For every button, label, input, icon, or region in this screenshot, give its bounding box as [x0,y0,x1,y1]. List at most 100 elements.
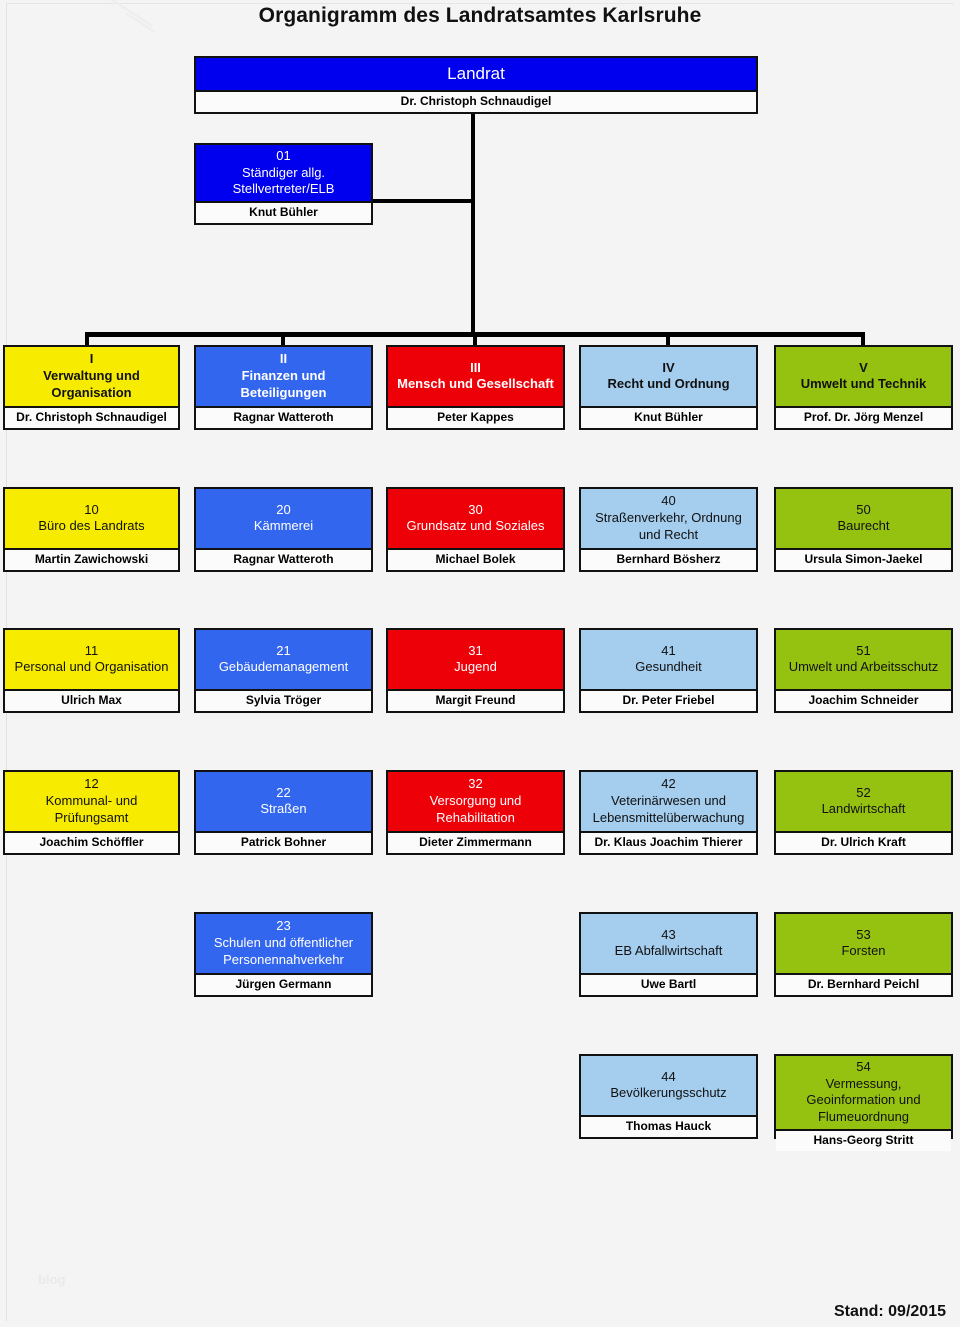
node-unit-12-person: Joachim Schöffler [5,830,178,853]
node-unit-40-number: 40 [661,493,676,509]
node-landrat-head: Landrat [196,58,756,90]
node-unit-11-head: 11 Personal und Organisation [5,630,178,689]
node-unit-42[interactable]: 42 Veterinärwesen und Lebensmittelüberwa… [579,770,758,855]
node-dept-I-name: Verwaltung und Organisation [43,368,140,400]
node-unit-51-name: Umwelt und Arbeitsschutz [788,659,939,675]
node-unit-53[interactable]: 53 Forsten Dr. Bernhard Peichl [774,912,953,997]
node-dept-III-number: III [470,359,481,375]
node-unit-23-name: Schulen und öffentlicher Personennahverk… [213,935,354,967]
connector-root-down [471,113,475,336]
node-unit-22-person: Patrick Bohner [196,830,371,853]
node-unit-40-person: Bernhard Bösherz [581,547,756,570]
node-unit-51-number: 51 [856,642,871,658]
node-unit-10[interactable]: 10 Büro des Landrats Martin Zawichowski [3,487,180,572]
node-unit-41[interactable]: 41 Gesundheit Dr. Peter Friebel [579,628,758,713]
node-unit-42-number: 42 [661,776,676,792]
node-unit-42-person: Dr. Klaus Joachim Thierer [581,830,756,853]
node-unit-44-name: Bevölkerungsschutz [610,1085,727,1101]
connector-dept-drop-4 [666,332,670,346]
node-unit-41-person: Dr. Peter Friebel [581,688,756,711]
node-unit-50[interactable]: 50 Baurecht Ursula Simon-Jaekel [774,487,953,572]
node-unit-12-number: 12 [84,776,99,792]
node-unit-54[interactable]: 54 Vermessung, Geoinformation und Flumeu… [774,1054,953,1151]
node-unit-23-number: 23 [276,918,291,934]
node-landrat[interactable]: Landrat Dr. Christoph Schnaudigel [194,56,758,114]
node-unit-31-name: Jugend [454,659,497,675]
node-dept-V-person: Prof. Dr. Jörg Menzel [776,405,951,428]
node-unit-31-person: Margit Freund [388,688,563,711]
node-unit-41-number: 41 [661,642,676,658]
node-unit-21-person: Sylvia Tröger [196,688,371,711]
node-unit-52-person: Dr. Ulrich Kraft [776,830,951,853]
node-dept-V[interactable]: V Umwelt und Technik Prof. Dr. Jörg Menz… [774,345,953,430]
node-unit-44-person: Thomas Hauck [581,1114,756,1137]
node-dept-IV-number: IV [662,359,675,375]
node-deputy-01[interactable]: 01 Ständiger allg. Stellvertreter/ELB Kn… [194,143,373,225]
node-unit-22[interactable]: 22 Straßen Patrick Bohner [194,770,373,855]
node-unit-23[interactable]: 23 Schulen und öffentlicher Personennahv… [194,912,373,997]
node-unit-43[interactable]: 43 EB Abfallwirtschaft Uwe Bartl [579,912,758,997]
node-unit-42-name: Veterinärwesen und Lebensmittelüberwachu… [592,793,745,825]
node-unit-30-head: 30 Grundsatz und Soziales [388,489,563,548]
node-unit-11-name: Personal und Organisation [14,659,169,675]
node-unit-53-person: Dr. Bernhard Peichl [776,972,951,995]
node-unit-51-head: 51 Umwelt und Arbeitsschutz [776,630,951,689]
node-dept-IV-name: Recht und Ordnung [607,376,730,392]
connector-deputy-stub [372,199,473,203]
node-deputy-01-number: 01 [276,148,291,163]
node-unit-40[interactable]: 40 Straßenverkehr, Ordnung und Recht Ber… [579,487,758,572]
node-unit-32[interactable]: 32 Versorgung und Rehabilitation Dieter … [386,770,565,855]
node-landrat-person: Dr. Christoph Schnaudigel [196,89,756,112]
node-dept-IV-person: Knut Bühler [581,405,756,428]
node-dept-I[interactable]: I Verwaltung und Organisation Dr. Christ… [3,345,180,430]
node-dept-I-person: Dr. Christoph Schnaudigel [5,405,178,428]
node-unit-11[interactable]: 11 Personal und Organisation Ulrich Max [3,628,180,713]
node-unit-31[interactable]: 31 Jugend Margit Freund [386,628,565,713]
node-unit-40-name: Straßenverkehr, Ordnung und Recht [595,510,742,542]
node-unit-44-head: 44 Bevölkerungsschutz [581,1056,756,1115]
node-unit-22-name: Straßen [260,801,307,817]
node-unit-43-number: 43 [661,926,676,942]
node-unit-11-number: 11 [84,642,99,658]
node-unit-12-head: 12 Kommunal- und Prüfungsamt [5,772,178,831]
node-unit-32-number: 32 [468,776,483,792]
node-unit-10-person: Martin Zawichowski [5,547,178,570]
node-unit-31-head: 31 Jugend [388,630,563,689]
watermark-blog-text: blog [38,1272,66,1287]
node-dept-II-name: Finanzen und Beteiligungen [240,368,327,400]
node-unit-54-name: Vermessung, Geoinformation und Flumeuord… [806,1075,921,1124]
node-unit-21-number: 21 [276,642,291,658]
node-unit-54-head: 54 Vermessung, Geoinformation und Flumeu… [776,1056,951,1129]
node-unit-52[interactable]: 52 Landwirtschaft Dr. Ulrich Kraft [774,770,953,855]
node-dept-I-number: I [89,351,94,367]
node-unit-20-name: Kämmerei [253,518,314,534]
node-unit-51[interactable]: 51 Umwelt und Arbeitsschutz Joachim Schn… [774,628,953,713]
node-unit-32-name: Versorgung und Rehabilitation [429,793,522,825]
node-dept-IV[interactable]: IV Recht und Ordnung Knut Bühler [579,345,758,430]
node-unit-20-person: Ragnar Watteroth [196,547,371,570]
node-unit-41-name: Gesundheit [635,659,702,675]
node-unit-32-person: Dieter Zimmermann [388,830,563,853]
node-unit-30-name: Grundsatz und Soziales [406,518,545,534]
node-unit-44-number: 44 [661,1068,676,1084]
node-unit-30[interactable]: 30 Grundsatz und Soziales Michael Bolek [386,487,565,572]
node-dept-III[interactable]: III Mensch und Gesellschaft Peter Kappes [386,345,565,430]
node-unit-20[interactable]: 20 Kämmerei Ragnar Watteroth [194,487,373,572]
connector-dept-drop-3 [473,332,477,346]
node-unit-50-head: 50 Baurecht [776,489,951,548]
node-unit-40-head: 40 Straßenverkehr, Ordnung und Recht [581,489,756,548]
node-unit-23-person: Jürgen Germann [196,972,371,995]
node-dept-II-number: II [279,351,288,367]
node-unit-43-head: 43 EB Abfallwirtschaft [581,914,756,973]
node-unit-43-person: Uwe Bartl [581,972,756,995]
node-unit-44[interactable]: 44 Bevölkerungsschutz Thomas Hauck [579,1054,758,1139]
node-dept-V-number: V [859,359,868,375]
node-unit-42-head: 42 Veterinärwesen und Lebensmittelüberwa… [581,772,756,831]
node-dept-II[interactable]: II Finanzen und Beteiligungen Ragnar Wat… [194,345,373,430]
node-unit-50-number: 50 [856,501,871,517]
node-deputy-01-name: Ständiger allg. Stellvertreter/ELB [232,164,335,197]
node-landrat-name: Landrat [447,64,505,84]
node-unit-12[interactable]: 12 Kommunal- und Prüfungsamt Joachim Sch… [3,770,180,855]
node-unit-21[interactable]: 21 Gebäudemanagement Sylvia Tröger [194,628,373,713]
